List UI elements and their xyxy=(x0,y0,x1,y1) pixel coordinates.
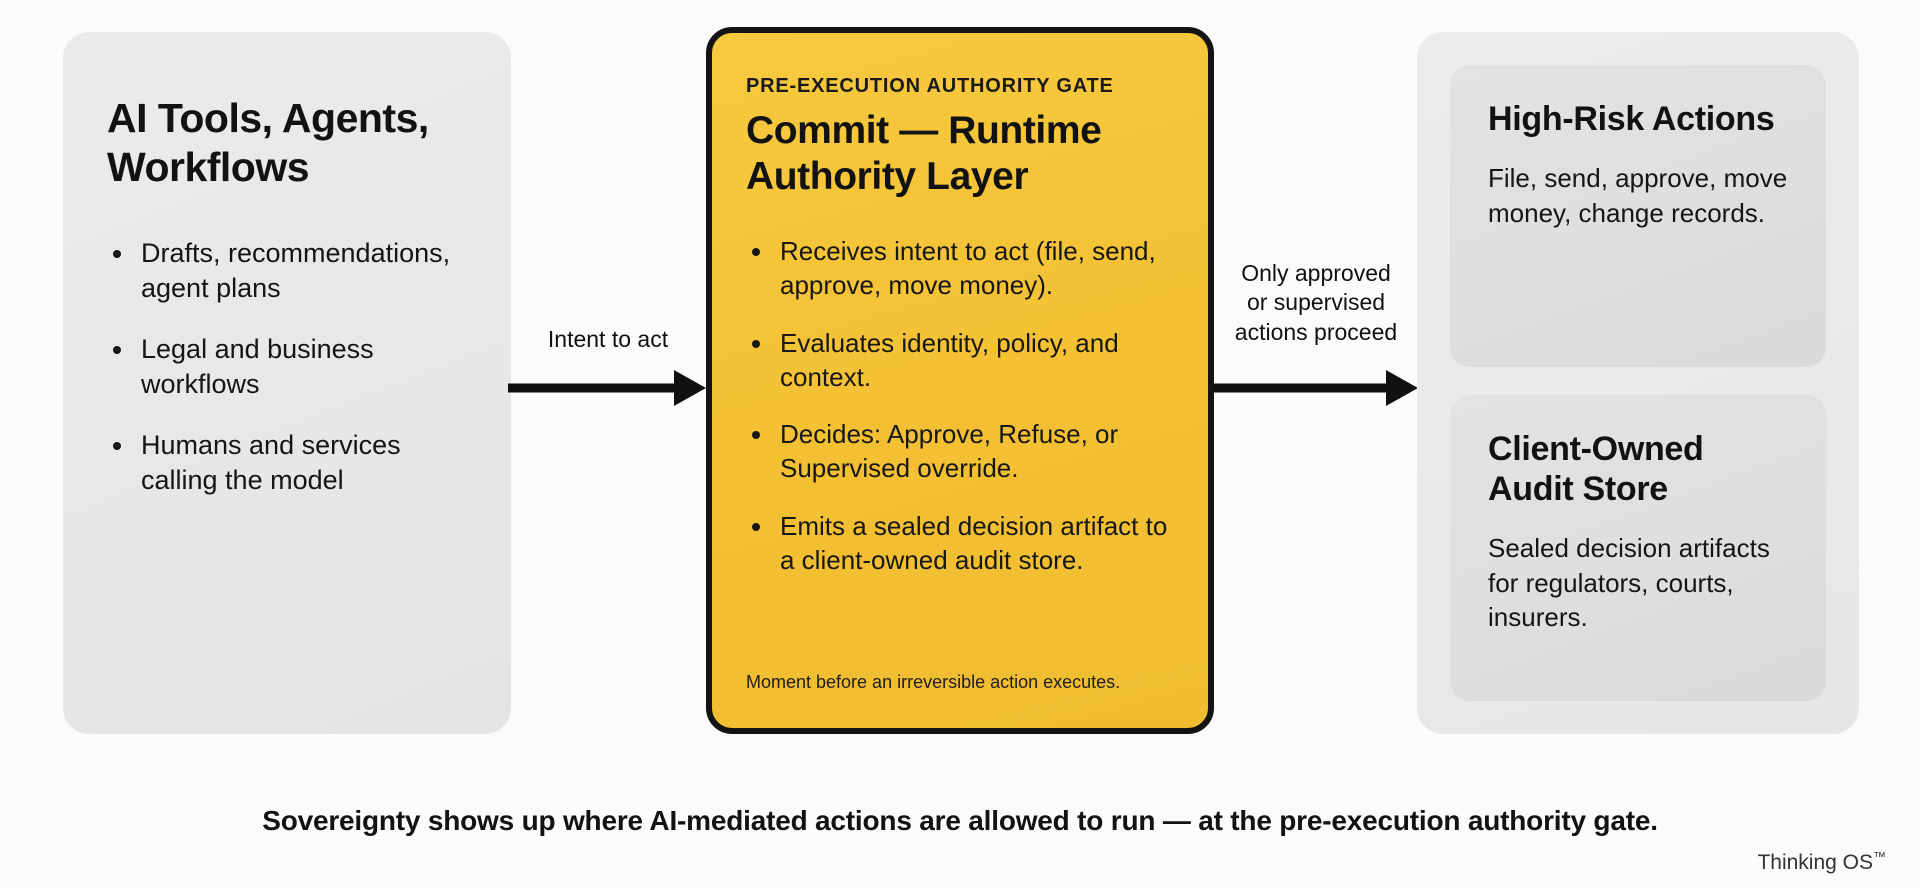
center-card-bullet-list: Receives intent to act (file, send, appr… xyxy=(746,235,1174,601)
center-card-eyebrow: PRE-EXECUTION AUTHORITY GATE xyxy=(746,75,1114,97)
right-card-body: File, send, approve, move money, change … xyxy=(1488,163,1788,228)
center-card-footnote: Moment before an irreversible action exe… xyxy=(746,671,1121,692)
list-item: Evaluates identity, policy, and context. xyxy=(746,327,1174,395)
card-high-risk-actions: High-Risk Actions File, send, approve, m… xyxy=(1450,65,1826,367)
trademark-symbol: ™ xyxy=(1873,849,1886,864)
list-item: Drafts, recommendations, agent plans xyxy=(107,236,467,306)
card-ai-tools: AI Tools, Agents, Workflows Drafts, reco… xyxy=(63,32,511,734)
list-item: Humans and services calling the model xyxy=(107,428,467,498)
right-card-title: Client-Owned Audit Store xyxy=(1488,430,1704,509)
flow-row: AI Tools, Agents, Workflows Drafts, reco… xyxy=(63,27,1859,734)
list-item: Decides: Approve, Refuse, or Supervised … xyxy=(746,418,1174,486)
arrow-left-to-center xyxy=(508,358,708,418)
arrow-center-to-right xyxy=(1212,358,1420,418)
list-item: Receives intent to act (file, send, appr… xyxy=(746,235,1174,303)
right-card-body: Sealed decision artifacts for regulators… xyxy=(1488,533,1770,633)
card-outcomes-group: High-Risk Actions File, send, approve, m… xyxy=(1417,32,1859,734)
left-card-title: AI Tools, Agents, Workflows xyxy=(107,95,429,190)
center-card-title: Commit — Runtime Authority Layer xyxy=(746,109,1102,198)
list-item: Legal and business workflows xyxy=(107,332,467,402)
arrow-label-only-approved-actions-proceed: Only approved or supervised actions proc… xyxy=(1234,260,1398,345)
arrow-label-intent-to-act: Intent to act xyxy=(547,326,669,352)
right-card-title: High-Risk Actions xyxy=(1488,100,1775,138)
left-card-bullet-list: Drafts, recommendations, agent plans Leg… xyxy=(107,236,467,499)
list-item: Emits a sealed decision artifact to a cl… xyxy=(746,510,1174,578)
diagram-caption: Sovereignty shows up where AI-mediated a… xyxy=(262,805,1658,836)
card-commit-runtime-authority-layer: PRE-EXECUTION AUTHORITY GATE Commit — Ru… xyxy=(706,27,1214,734)
brand-name: Thinking OS xyxy=(1757,851,1873,874)
card-client-owned-audit-store: Client-Owned Audit Store Sealed decision… xyxy=(1450,395,1826,701)
brand-mark: Thinking OS™ xyxy=(1757,849,1886,875)
